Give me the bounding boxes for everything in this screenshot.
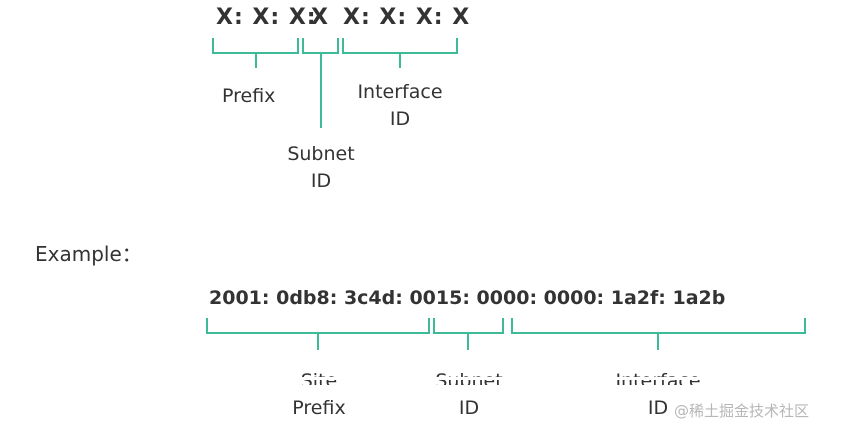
example-site-bracket — [206, 318, 430, 334]
format-interface-label-line2: ID — [389, 108, 411, 130]
format-interface-bracket — [342, 38, 458, 54]
example-site-label-line2: Prefix — [292, 397, 346, 419]
format-subnet-label-line1: Subnet — [287, 143, 355, 165]
example-interface-label-line2: ID — [647, 397, 669, 419]
format-interface-groups: X: X: X: X — [343, 5, 471, 30]
format-subnet-label-line2: ID — [310, 170, 332, 192]
scanline-band — [0, 393, 844, 396]
example-interface-bracket — [511, 318, 806, 334]
scanline-band — [0, 377, 844, 380]
example-address: 2001: 0db8: 3c4d: 0015: 0000: 0000: 1a2f… — [209, 287, 726, 309]
format-subnet-bracket — [302, 38, 339, 54]
format-interface-label-line1: Interface — [357, 81, 443, 103]
example-subnet-label-line2: ID — [458, 397, 480, 419]
format-prefix-groups: X: X: X: — [216, 5, 317, 30]
format-subnet-group: X — [311, 5, 329, 30]
format-interface-label: Interface ID — [350, 79, 450, 133]
example-heading: Example： — [35, 242, 142, 266]
example-subnet-bracket — [433, 318, 504, 334]
format-prefix-bracket — [212, 38, 299, 54]
format-prefix-label: Prefix — [222, 85, 276, 107]
scanline-band — [0, 385, 844, 388]
watermark: @稀土掘金技术社区 — [674, 402, 810, 420]
format-subnet-label: Subnet ID — [279, 141, 363, 195]
